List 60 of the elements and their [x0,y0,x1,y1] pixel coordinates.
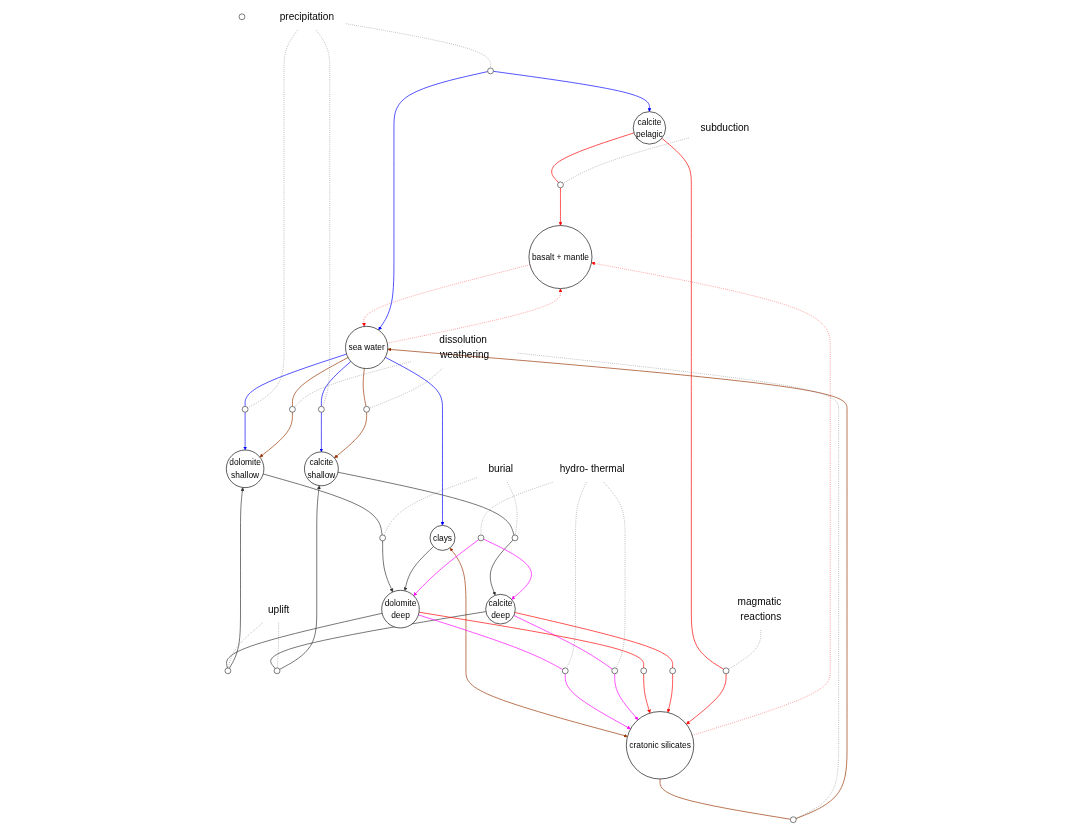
node-circle [238,13,246,20]
node-circle [562,667,569,675]
connector [369,368,443,409]
connector [292,357,349,407]
node-circle [511,534,519,542]
node-text: burial [488,462,514,475]
connector [321,361,352,407]
connector [418,614,563,670]
node-circle: cratonic silicates [626,711,695,780]
node-circle [640,667,647,675]
node-circle: dolomite deep [381,590,420,629]
connector [337,471,515,536]
connector [659,778,791,820]
node-circle: clays [429,525,456,551]
connector [514,612,673,669]
node-circle [289,406,296,413]
connector [345,23,491,69]
node-text: subduction [700,122,750,134]
connector [480,482,553,536]
node-circle: calcite pelagic [632,111,666,145]
node-circle [363,406,370,413]
node-circle: basalt + mantle [528,225,593,289]
node-circle [487,67,494,75]
node-circle [379,534,386,542]
connector [244,353,347,407]
connector [566,482,587,669]
node-circle [611,667,618,675]
node-circle: dolomite shallow [226,449,265,488]
node-circle: calcite shallow [304,451,339,487]
node-text: hydro- thermal [559,462,625,475]
node-circle [477,534,485,542]
node-text: magmatic reactions [737,595,782,623]
node-circle [241,406,249,413]
node-circle [273,667,281,675]
node-text: uplift [267,603,290,615]
node-circle [669,667,676,675]
node-circle [722,667,730,675]
connector [294,361,412,408]
connector [228,622,264,669]
connector [562,137,689,184]
node-circle [318,406,325,413]
connector [418,611,645,669]
connector [247,30,298,409]
connector [518,353,839,819]
node-text: dissolution weathering [439,334,490,361]
connector [728,629,761,670]
connector [661,137,724,670]
connector [383,477,477,536]
node-circle: calcite deep [485,594,516,625]
connector [270,611,487,669]
node-circle: sea water [345,326,389,369]
node-circle [557,181,564,188]
connector [226,612,383,669]
connector [603,482,626,669]
connector [551,132,635,183]
node-circle [224,667,232,675]
connector [262,473,383,536]
node-text: precipitation [279,10,335,23]
connector [513,615,613,670]
node-circle [790,816,797,823]
